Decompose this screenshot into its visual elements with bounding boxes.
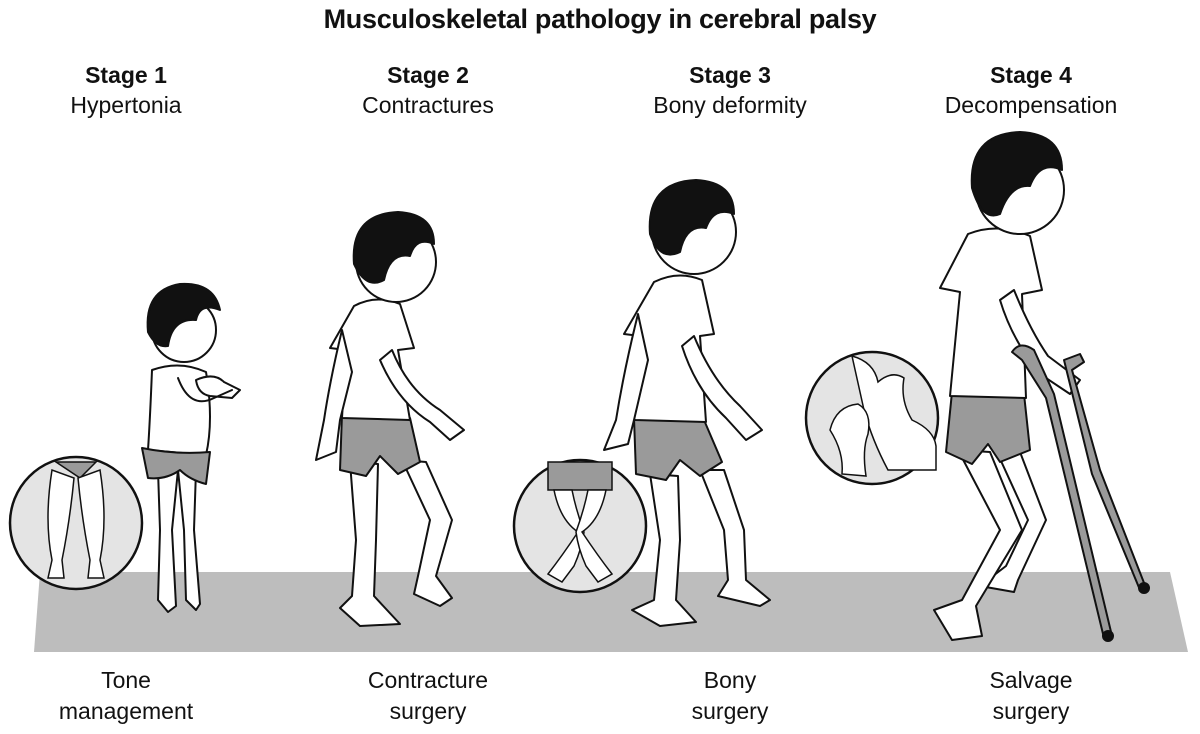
stage-2-header: Stage 2 Contractures <box>298 60 558 120</box>
stage-4-treatment: Salvage surgery <box>901 665 1161 727</box>
stage-1-header: Stage 1 Hypertonia <box>0 60 256 120</box>
legs-inset <box>512 458 648 594</box>
stage-1-number: Stage 1 <box>85 62 167 88</box>
stage-2-treatment: Contracture surgery <box>298 665 558 727</box>
stage-3-treatment-line-2: surgery <box>691 698 769 724</box>
stage-4-name: Decompensation <box>944 92 1118 118</box>
crutches <box>1011 344 1150 642</box>
stage-1-treatment: Tone management <box>0 665 256 727</box>
child-figure-stage-4 <box>933 131 1081 641</box>
stage-1-name: Hypertonia <box>70 92 182 118</box>
floor <box>34 572 1188 652</box>
child-figure-stage-3 <box>603 179 771 627</box>
hip-joint-inset <box>804 350 940 486</box>
stage-3-treatment-line-1: Bony <box>703 667 757 693</box>
stage-2-treatment-line-1: Contracture <box>367 667 489 693</box>
stage-2-treatment-line-2: surgery <box>389 698 467 724</box>
knees-inset <box>8 455 144 591</box>
stage-1-treatment-line-1: Tone <box>101 667 151 693</box>
stage-4-treatment-line-2: surgery <box>992 698 1070 724</box>
stage-3-treatment: Bony surgery <box>600 665 860 727</box>
stage-2-number: Stage 2 <box>387 62 469 88</box>
stage-2-name: Contractures <box>362 92 494 118</box>
stage-4-treatment-line-1: Salvage <box>989 667 1073 693</box>
child-figure-stage-2 <box>315 211 465 627</box>
toddler-figure <box>141 282 241 613</box>
stage-3-number: Stage 3 <box>689 62 771 88</box>
stage-1-treatment-line-2: management <box>58 698 194 724</box>
stage-3-name: Bony deformity <box>653 92 807 118</box>
diagram-title: Musculoskeletal pathology in cerebral pa… <box>323 4 877 34</box>
stage-4-number: Stage 4 <box>990 62 1072 88</box>
stage-3-header: Stage 3 Bony deformity <box>600 60 860 120</box>
stage-4-header: Stage 4 Decompensation <box>901 60 1161 120</box>
